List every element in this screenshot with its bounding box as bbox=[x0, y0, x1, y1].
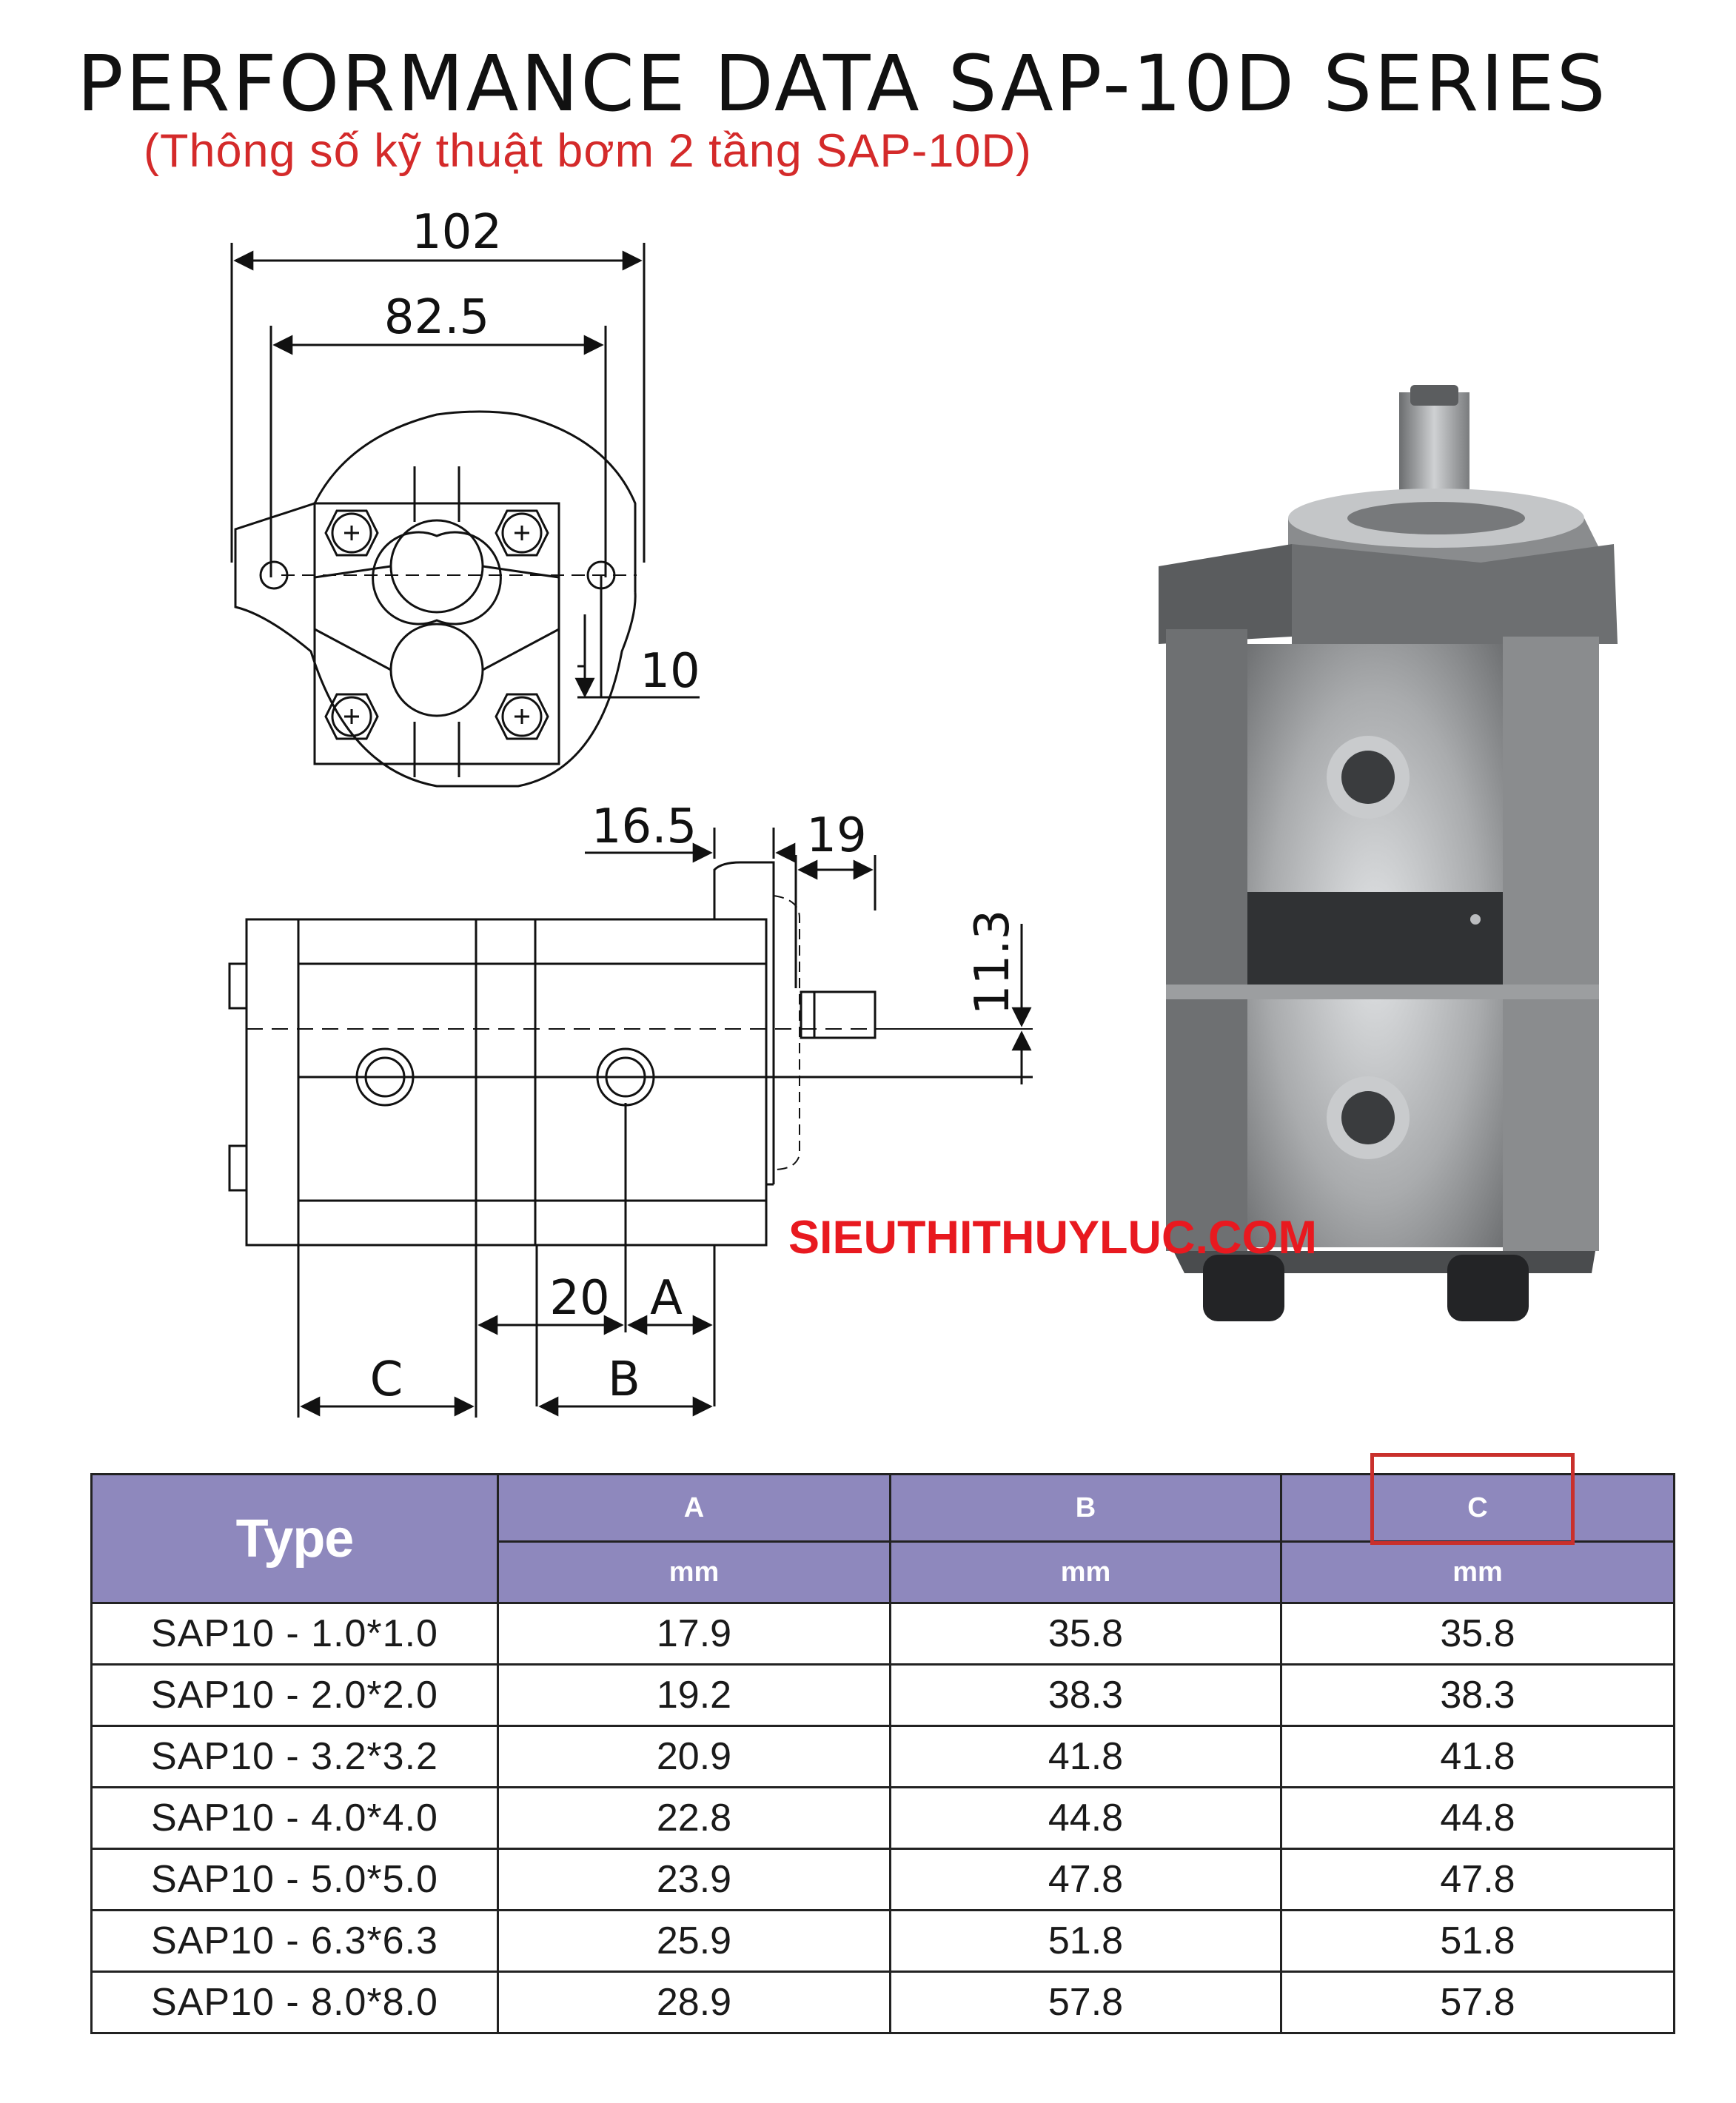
cell-a: 17.9 bbox=[497, 1602, 891, 1666]
cell-type: SAP10 - 2.0*2.0 bbox=[90, 1663, 499, 1727]
technical-drawing: 102 82.5 10 16.5 19 11.3 20 A C B bbox=[228, 205, 1618, 1418]
table-row: SAP10 - 8.0*8.0 28.9 57.8 57.8 bbox=[90, 1970, 1675, 2034]
side-view bbox=[228, 828, 1033, 1418]
cell-c: 35.8 bbox=[1280, 1602, 1675, 1666]
cell-b: 57.8 bbox=[889, 1970, 1282, 2034]
cell-type: SAP10 - 4.0*4.0 bbox=[90, 1786, 499, 1850]
bolt-top-right bbox=[495, 509, 549, 557]
col-c-unit: mm bbox=[1280, 1540, 1675, 1604]
cell-type: SAP10 - 3.2*3.2 bbox=[90, 1725, 499, 1788]
cell-a: 23.9 bbox=[497, 1848, 891, 1911]
spec-table: Type A B C mm mm mm SAP10 - 1.0*1.0 17.9… bbox=[90, 1473, 1675, 2034]
cell-c: 51.8 bbox=[1280, 1909, 1675, 1973]
watermark-text: SIEUTHITHUYLUC.COM bbox=[788, 1212, 1317, 1264]
table-header-row: Type A B C bbox=[90, 1473, 1675, 1604]
cell-c: 38.3 bbox=[1280, 1663, 1675, 1727]
col-c-header: C bbox=[1280, 1473, 1675, 1543]
type-header: Type bbox=[90, 1473, 499, 1604]
cell-c: 44.8 bbox=[1280, 1786, 1675, 1850]
dim-11-3: 11.3 bbox=[965, 910, 1020, 1016]
bolt-bottom-left bbox=[324, 693, 379, 740]
cell-b: 44.8 bbox=[889, 1786, 1282, 1850]
cell-b: 51.8 bbox=[889, 1909, 1282, 1973]
table-row: SAP10 - 2.0*2.0 19.2 38.3 38.3 bbox=[90, 1663, 1675, 1727]
col-b-unit: mm bbox=[889, 1540, 1282, 1604]
cell-type: SAP10 - 1.0*1.0 bbox=[90, 1602, 499, 1666]
cell-a: 22.8 bbox=[497, 1786, 891, 1850]
cell-c: 57.8 bbox=[1280, 1970, 1675, 2034]
front-view bbox=[230, 243, 700, 788]
cell-b: 38.3 bbox=[889, 1663, 1282, 1727]
bolt-top-left bbox=[324, 509, 379, 557]
dim-c: C bbox=[370, 1352, 403, 1407]
cell-a: 25.9 bbox=[497, 1909, 891, 1973]
pump-photo bbox=[1159, 385, 1618, 1321]
dim-10: 10 bbox=[640, 644, 700, 699]
col-a-header: A bbox=[497, 1473, 891, 1543]
cell-type: SAP10 - 5.0*5.0 bbox=[90, 1848, 499, 1911]
page-subtitle: (Thông số kỹ thuật bơm 2 tầng SAP-10D) bbox=[144, 125, 1032, 177]
dim-20: 20 bbox=[549, 1271, 609, 1326]
bolt-bottom-right bbox=[495, 693, 549, 740]
cell-c: 47.8 bbox=[1280, 1848, 1675, 1911]
dim-b: B bbox=[608, 1352, 640, 1407]
col-a-unit: mm bbox=[497, 1540, 891, 1604]
dim-102: 102 bbox=[412, 205, 502, 260]
dim-a: A bbox=[650, 1271, 683, 1326]
cell-b: 35.8 bbox=[889, 1602, 1282, 1666]
col-b-header: B bbox=[889, 1473, 1282, 1543]
cell-b: 41.8 bbox=[889, 1725, 1282, 1788]
dim-16-5: 16.5 bbox=[591, 799, 697, 854]
table-unit-row: mm mm mm bbox=[92, 1540, 1675, 1604]
table-row: SAP10 - 4.0*4.0 22.8 44.8 44.8 bbox=[90, 1786, 1675, 1850]
dim-82-5: 82.5 bbox=[384, 290, 490, 345]
table-row: SAP10 - 5.0*5.0 23.9 47.8 47.8 bbox=[90, 1848, 1675, 1911]
column-c-highlight bbox=[1370, 1453, 1575, 1545]
cell-a: 28.9 bbox=[497, 1970, 891, 2034]
table-row: SAP10 - 1.0*1.0 17.9 35.8 35.8 bbox=[90, 1602, 1675, 1666]
cell-b: 47.8 bbox=[889, 1848, 1282, 1911]
cell-a: 19.2 bbox=[497, 1663, 891, 1727]
cell-a: 20.9 bbox=[497, 1725, 891, 1788]
table-row: SAP10 - 3.2*3.2 20.9 41.8 41.8 bbox=[90, 1725, 1675, 1788]
table-row: SAP10 - 6.3*6.3 25.9 51.8 51.8 bbox=[90, 1909, 1675, 1973]
dim-19: 19 bbox=[806, 808, 866, 863]
cell-type: SAP10 - 6.3*6.3 bbox=[90, 1909, 499, 1973]
cell-c: 41.8 bbox=[1280, 1725, 1675, 1788]
cell-type: SAP10 - 8.0*8.0 bbox=[90, 1970, 499, 2034]
page-title: PERFORMANCE DATA SAP-10D SERIES bbox=[77, 38, 1608, 129]
